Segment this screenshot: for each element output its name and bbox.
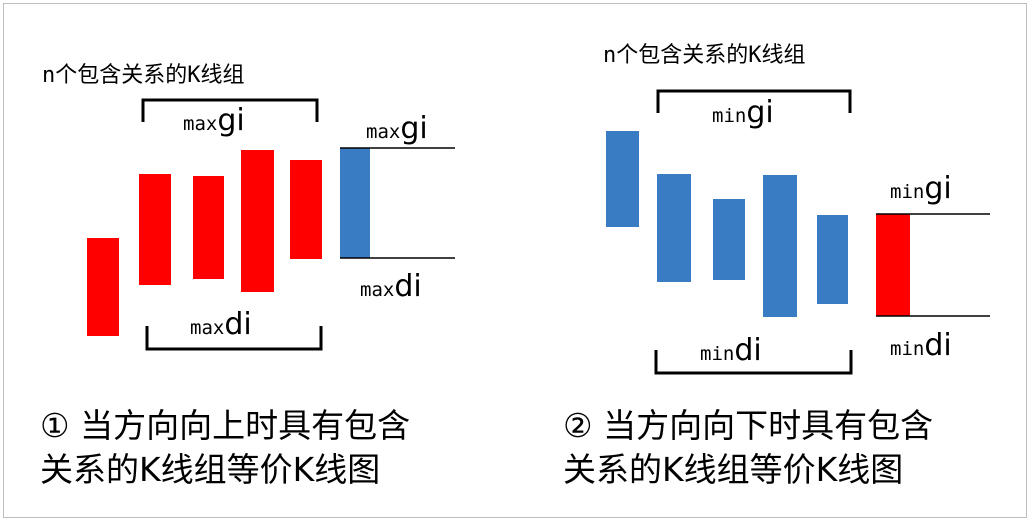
left-result-candle (340, 148, 370, 258)
right-bottom-bracket-label: mindi (700, 333, 762, 368)
left-group-label: n个包含关系的K线组 (42, 63, 245, 88)
right-candle-1 (606, 131, 639, 227)
right-group-label: n个包含关系的K线组 (603, 43, 806, 68)
right-bottom-bracket (654, 350, 853, 375)
right-candle-2 (657, 174, 691, 282)
left-candle-1 (87, 238, 119, 336)
right-candle-5 (817, 215, 848, 304)
diagram-frame (3, 3, 1027, 518)
left-top-bracket-label: maxgi (183, 103, 245, 138)
left-candle-2 (139, 174, 171, 285)
right-candle-3 (713, 199, 745, 280)
left-candle-4 (241, 150, 274, 292)
left-bottom-bracket (145, 326, 323, 351)
right-top-bracket (656, 89, 852, 113)
right-caption-line1: ② 当方向向下时具有包含 (563, 406, 933, 445)
right-result-top-label: mingi (890, 171, 952, 206)
left-candle-5 (290, 160, 322, 259)
right-result-bottom-label: mindi (890, 328, 952, 363)
left-bottom-bracket-label: maxdi (190, 307, 252, 342)
right-result-candle (876, 214, 910, 316)
right-candle-4 (763, 175, 797, 317)
left-result-top-label: maxgi (366, 111, 428, 146)
left-candle-3 (193, 176, 224, 279)
left-top-bracket (141, 98, 319, 122)
left-panel: n个包含关系的K线组 maxgi maxgi maxdi maxdi ① 当方向… (40, 63, 455, 489)
right-top-bracket-label: mingi (712, 95, 774, 130)
left-result-bottom-label: maxdi (360, 269, 422, 304)
right-panel: n个包含关系的K线组 mingi mingi mindi mindi ② 当方向… (563, 43, 990, 489)
left-caption-line2: 关系的K线组等价K线图 (40, 450, 380, 489)
right-caption-line2: 关系的K线组等价K线图 (563, 450, 903, 489)
left-caption-line1: ① 当方向向上时具有包含 (40, 406, 410, 445)
